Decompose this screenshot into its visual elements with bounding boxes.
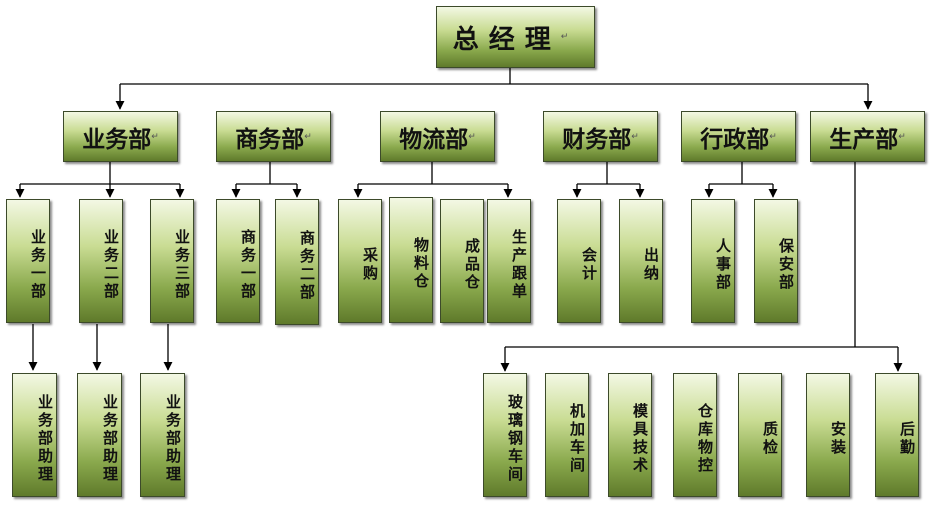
- dept-wuliu: 物流部↵: [380, 111, 495, 162]
- sub-wuliu-genda: 生产跟单: [487, 199, 531, 323]
- sub-wuliu-wuliaocang: 物料仓: [389, 197, 433, 323]
- assistant-yewu-2: 业务部助理: [77, 373, 122, 497]
- sub-shengchan-zhijian: 质检: [738, 373, 782, 497]
- dept-caiwu: 财务部↵: [543, 111, 658, 162]
- sub-wuliu-caigou: 采购: [338, 199, 382, 323]
- sub-xingzheng-baoan: 保安部: [754, 199, 798, 323]
- assistant-yewu-1: 业务部助理: [12, 373, 57, 497]
- sub-xingzheng-renshi: 人事部: [691, 199, 735, 323]
- sub-caiwu-kuaiji: 会计: [557, 199, 601, 323]
- dept-yewu: 业务部↵: [63, 111, 178, 162]
- sub-caiwu-chuna: 出纳: [619, 199, 663, 323]
- sub-yewu-3: 业务三部: [150, 199, 194, 323]
- sub-wuliu-chengpincang: 成品仓: [440, 199, 484, 323]
- sub-shengchan-boli: 玻璃钢车间: [483, 373, 527, 497]
- dept-shangwu: 商务部↵: [216, 111, 331, 162]
- sub-yewu-2: 业务二部: [79, 199, 123, 323]
- sub-shengchan-moju: 模具技术: [608, 373, 652, 497]
- sub-shengchan-houqin: 后勤: [875, 373, 919, 497]
- sub-shangwu-1: 商务一部: [216, 199, 260, 323]
- dept-shengchan: 生产部↵: [810, 111, 925, 162]
- sub-shengchan-anzhuang: 安装: [806, 373, 850, 497]
- general-manager-box: 总经理↵: [436, 6, 595, 68]
- sub-shangwu-2: 商务二部: [275, 199, 319, 325]
- sub-shengchan-cangku: 仓库物控: [673, 373, 717, 497]
- assistant-yewu-3: 业务部助理: [140, 373, 185, 497]
- dept-xingzheng: 行政部↵: [681, 111, 796, 162]
- sub-shengchan-jijia: 机加车间: [545, 373, 589, 497]
- sub-yewu-1: 业务一部: [6, 199, 50, 323]
